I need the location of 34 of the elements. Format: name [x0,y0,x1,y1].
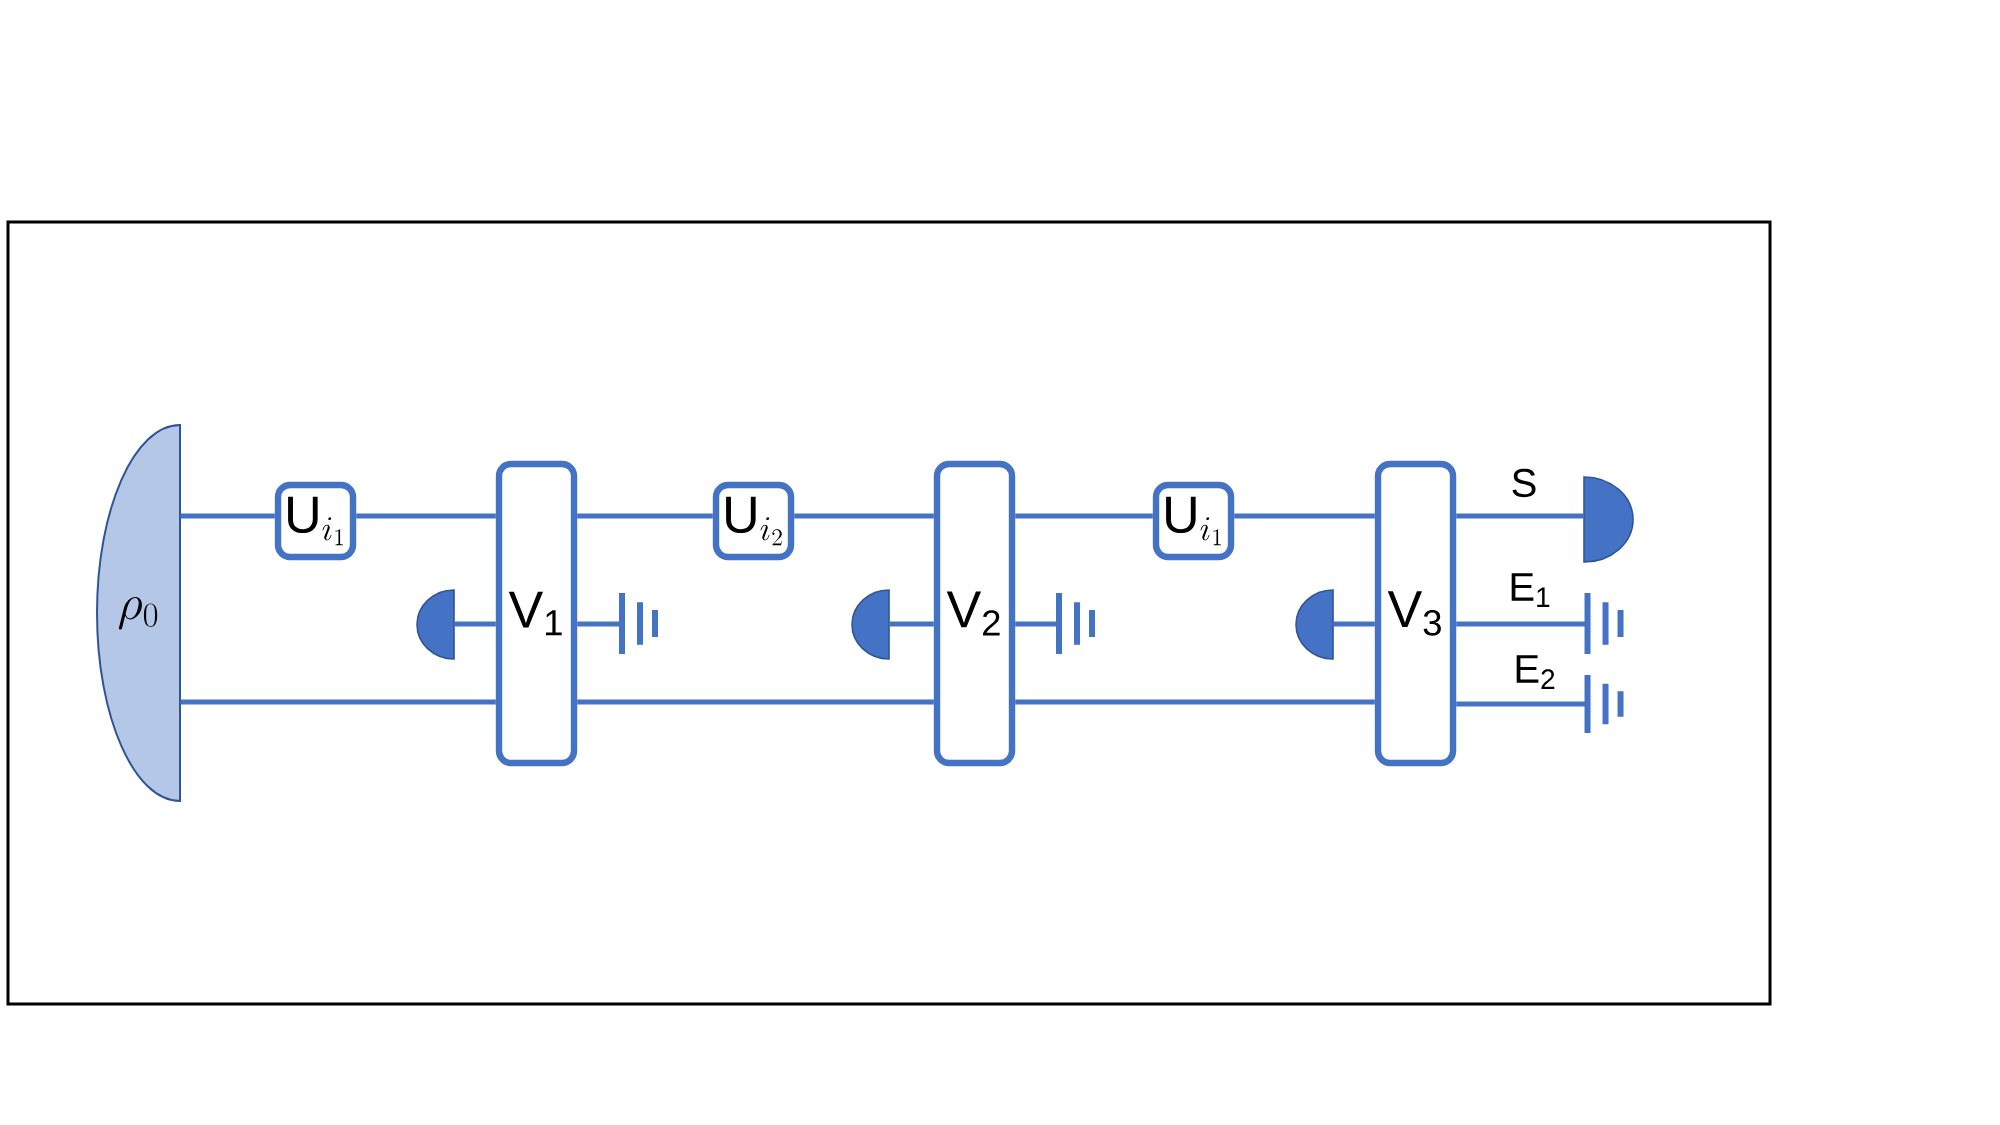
wire [577,513,713,519]
gate-box: V$_{3}$ [1374,460,1457,767]
wire [1015,699,1375,705]
wire [180,513,275,519]
wire [454,621,496,627]
ground-symbol [1584,590,1624,657]
wire [1456,513,1584,519]
ground-symbol [619,590,658,657]
wire [889,621,934,627]
gate-box: $\mathrm{U}_{i_1}$ [274,481,357,561]
gate-box: V$_{1}$ [495,460,578,767]
detector-symbol [416,589,455,660]
detector-symbol [851,589,890,660]
wire [180,699,496,705]
edge-label: S [1512,468,1536,498]
wire [1015,513,1153,519]
wire [577,699,934,705]
wire [1234,513,1375,519]
gate-box: V$_{2}$ [933,460,1016,767]
edge-label: E$_{2}$ [1516,655,1555,689]
wire [356,513,496,519]
wire [794,513,934,519]
wire [1456,701,1586,707]
edge-label: E$_{1}$ [1511,573,1550,607]
gate-box: $\mathrm{U}_{i_2}$ [712,481,795,561]
wire [577,621,620,627]
wire [1015,621,1057,627]
ground-symbol [1584,672,1624,736]
wire [1456,621,1586,627]
detector-symbol [1295,589,1334,660]
detector-symbol [1583,476,1634,563]
ground-symbol [1056,590,1095,657]
gate-box: $\mathrm{U}_{i_1}$ [1152,481,1235,561]
wire [1333,621,1375,627]
